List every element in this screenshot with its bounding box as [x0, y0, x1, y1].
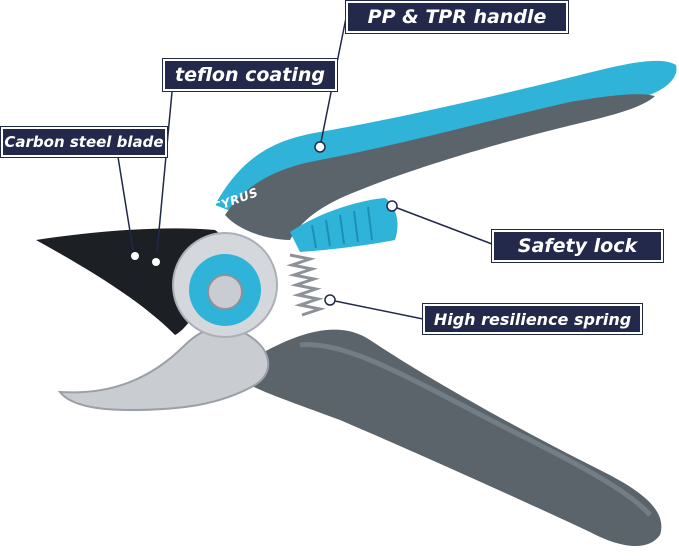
callout-blade: Carbon steel blade	[1, 127, 167, 157]
leader-dots	[314, 141, 398, 306]
blade-hole-1	[131, 252, 139, 260]
carbon-steel-blade	[36, 228, 225, 335]
callout-safety-lock: Safety lock	[492, 230, 663, 262]
callout-handle: PP & TPR handle	[346, 1, 568, 33]
upper-handle-gray	[225, 94, 655, 240]
lower-handle-highlight	[299, 342, 652, 517]
blade-hole-2	[152, 258, 160, 266]
callout-spring: High resilience spring	[423, 304, 642, 334]
spring-coil	[286, 253, 326, 317]
lower-handle	[250, 329, 662, 547]
safety-lock	[290, 198, 398, 252]
safety-lock-ridges	[311, 206, 373, 249]
pivot-bolt	[207, 274, 243, 310]
callout-teflon-coating: teflon coating	[163, 59, 337, 91]
lower-jaw	[57, 326, 270, 412]
